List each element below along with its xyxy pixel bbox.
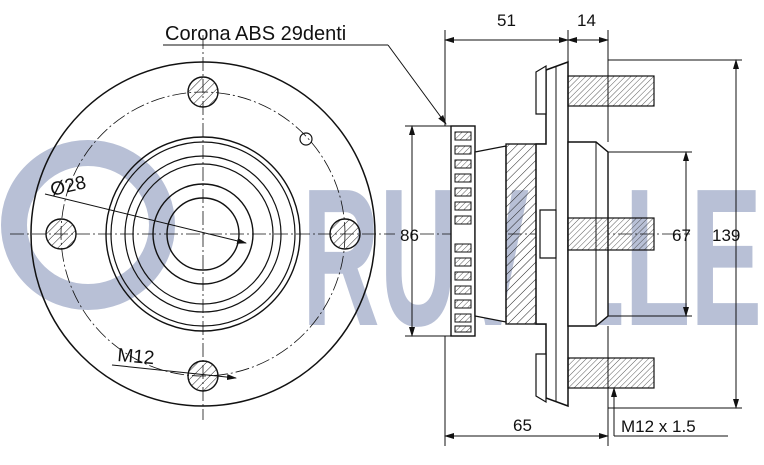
wheel-stud-center (567, 217, 655, 251)
hub-ring-4 (132, 163, 274, 305)
wheel-studs (567, 75, 655, 389)
abs-ring-teeth (454, 131, 472, 333)
bolt-holes (45, 76, 361, 392)
flange-boss-top (535, 64, 547, 115)
abs-ring-leader (387, 44, 447, 125)
wheel-stud-top (567, 75, 655, 107)
dim-65-text: 65 (513, 416, 532, 435)
watermark: RUVILLE (1, 140, 762, 367)
dim-14-text: 14 (577, 11, 596, 30)
front-view (10, 35, 395, 420)
dim-86-text: 86 (400, 226, 419, 245)
thread-spec-text: M12 x 1.5 (621, 417, 696, 436)
abs-ring-label: Corona ABS 29denti (165, 23, 346, 45)
bolt-hole-right (329, 218, 361, 250)
wheel-stud-bottom (567, 357, 655, 389)
bore-dimension-line (44, 193, 247, 244)
flange-boss-bottom (535, 353, 547, 404)
hub-ring-2 (110, 141, 296, 327)
watermark-logo-mark (1, 140, 175, 310)
dim-139-text: 139 (712, 226, 740, 245)
side-view (420, 60, 690, 408)
bore-diameter-label: Ø28 (48, 172, 88, 201)
bolt-thread-label: M12 (117, 345, 156, 369)
hub-ring-3 (124, 155, 282, 313)
bolt-dimension-line (111, 364, 237, 381)
dim-67-text: 67 (672, 226, 691, 245)
hub-inner-body (474, 145, 507, 323)
dim-51-text: 51 (497, 11, 516, 30)
flange-outer-circle (30, 61, 376, 407)
hub-ring-1 (105, 136, 301, 332)
bore-circle (166, 197, 240, 271)
hub-ring-5 (152, 183, 254, 285)
pilot-hole (299, 132, 313, 146)
side-view-dimensions (405, 30, 742, 446)
bolt-hole-top (187, 76, 219, 108)
bolt-hole-left (45, 218, 77, 250)
hub-cap-notch (539, 209, 557, 259)
